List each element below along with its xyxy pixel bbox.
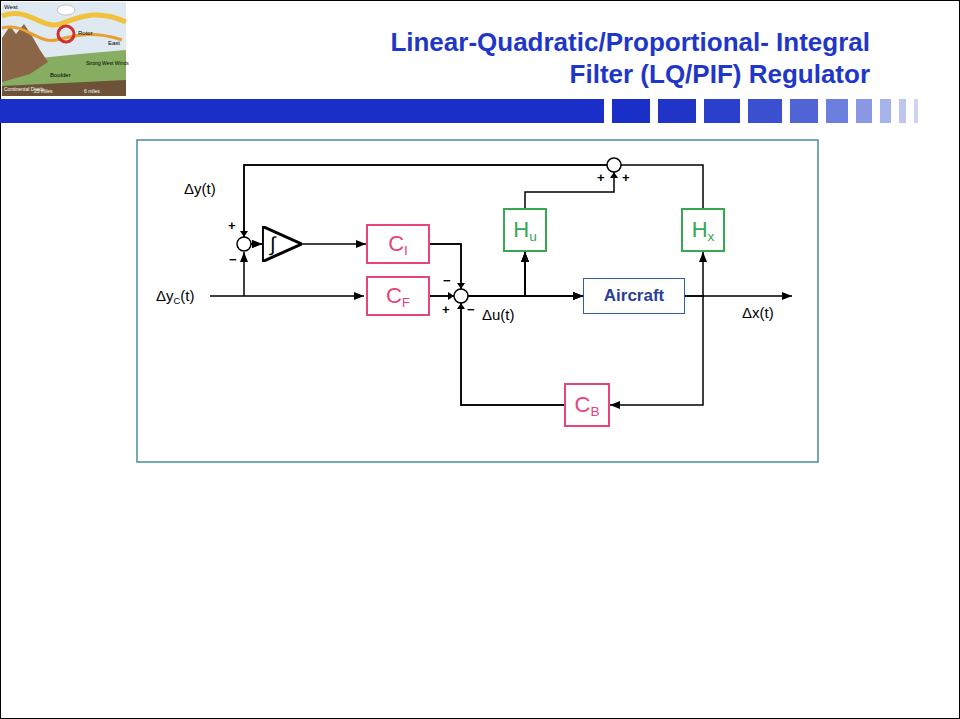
node-text: Hx: [692, 218, 715, 242]
header-square: [658, 99, 696, 123]
integrator-triangle: ∫: [262, 226, 302, 262]
gain-box: CF: [366, 276, 430, 316]
header-square: [612, 99, 650, 123]
arrowhead: [457, 303, 465, 309]
feedback-gain-box: Hu: [503, 208, 547, 252]
map-label: East: [108, 40, 120, 46]
gain-box: CI: [366, 224, 430, 264]
map-label: Boulder: [50, 72, 71, 78]
ground-section: [2, 80, 126, 96]
sign: +: [622, 170, 630, 185]
subscript: B: [590, 404, 599, 419]
node-text: Hu: [513, 218, 536, 242]
feedback-gain-box: Hx: [681, 208, 725, 252]
header-square: [856, 99, 872, 123]
header-square: [748, 99, 782, 123]
node-text: CF: [386, 284, 410, 308]
header-bar: [0, 99, 918, 123]
plant-box: Aircraft: [583, 278, 685, 314]
node-text: Aircraft: [604, 287, 664, 306]
arrowhead: [457, 283, 465, 289]
subscript: u: [529, 229, 537, 244]
map-label: 6 miles: [84, 88, 100, 94]
sign: +: [228, 218, 236, 233]
signal-connector: [302, 243, 366, 245]
header-square: [704, 99, 740, 123]
map-label: West: [4, 4, 18, 10]
mountains: [2, 24, 48, 82]
header-square: [899, 99, 906, 123]
command-branch-wire: [243, 252, 245, 296]
wind-arrow: [2, 14, 126, 25]
sign: −: [467, 302, 475, 317]
text-part: Δy: [156, 287, 174, 304]
triangle: [262, 226, 301, 261]
signal-connector: [430, 252, 525, 296]
summing-junction: [454, 289, 468, 303]
command-wire: [210, 295, 364, 297]
arrowhead: [610, 172, 618, 178]
slide-title: Linear-Quadratic/Proportional- Integral …: [340, 26, 870, 90]
signal-name: Δu(t): [482, 306, 515, 323]
map-label: Rotor: [78, 30, 93, 36]
node-text: CI: [388, 232, 408, 256]
integrator-outline: [262, 226, 302, 262]
text-part: C: [386, 283, 402, 308]
output-wire: [703, 295, 792, 297]
node-text: ∫: [270, 233, 275, 255]
diagram-frame: [137, 140, 818, 462]
sign: −: [443, 273, 451, 288]
sign: +: [442, 302, 450, 317]
text-part: (t): [180, 287, 194, 304]
arrowhead: [240, 231, 248, 237]
signal-connector: [685, 252, 703, 296]
summing-junction: [607, 158, 621, 172]
sky: [2, 2, 126, 96]
gain-box: CB: [564, 383, 610, 427]
wind-arrow: [2, 27, 122, 41]
text-part: C: [388, 231, 404, 256]
subscript: I: [404, 243, 408, 258]
sign: −: [229, 252, 237, 267]
signal-connector: [244, 165, 703, 244]
summing-junction: [237, 237, 251, 251]
header-square: [826, 99, 848, 123]
signal-name: ΔyC(t): [156, 287, 194, 304]
text-part: H: [692, 217, 708, 242]
arrowhead: [448, 292, 454, 300]
map-label: 25 miles: [34, 88, 53, 94]
header-square: [790, 99, 818, 123]
map-label: Strong West Winds: [86, 60, 129, 66]
header-band: [0, 99, 604, 123]
header-square: [880, 99, 891, 123]
mountain-wave-illustration: [2, 2, 126, 96]
cloud: [57, 5, 75, 15]
text-part: H: [513, 217, 529, 242]
node-text: CB: [575, 393, 600, 417]
sign: +: [597, 170, 605, 185]
subscript: x: [708, 229, 715, 244]
subscript: C: [174, 296, 181, 306]
header-square: [914, 99, 918, 123]
signal-connector: [461, 252, 564, 405]
text-part: C: [575, 392, 591, 417]
signal-name: Δy(t): [184, 180, 216, 197]
subscript: F: [402, 295, 410, 310]
rotor-symbol: [58, 26, 74, 42]
signal-name: Δx(t): [742, 304, 774, 321]
